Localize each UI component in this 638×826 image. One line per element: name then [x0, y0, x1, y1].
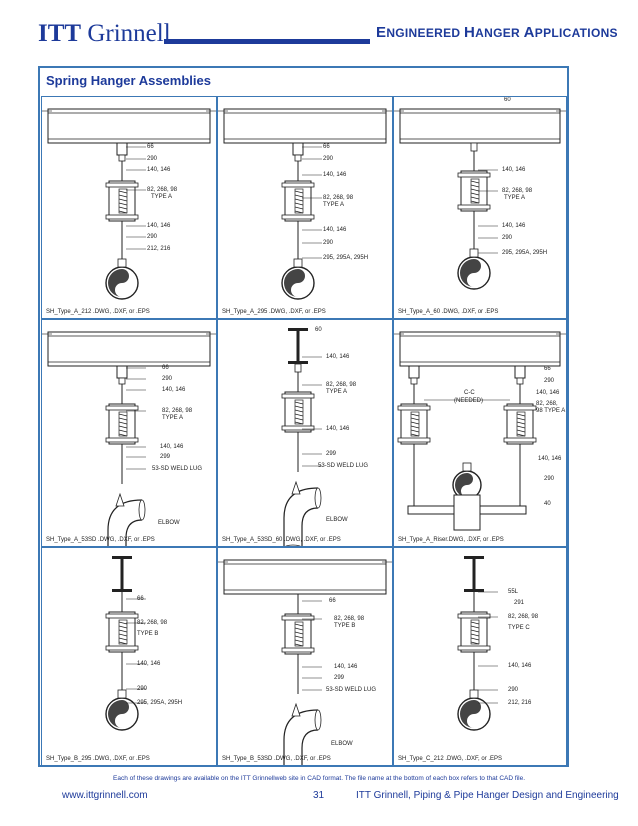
clevis-drawing [514, 365, 526, 385]
drawing-cell-type-a-riser[interactable]: 66 290 C-C (NEEDED) 140, 146 82, 268, 98… [393, 319, 567, 547]
spring-can-drawing [281, 613, 315, 655]
cad-file-name: SH_Type_C_212 .DWG, .DXF, or .EPS [398, 756, 503, 762]
hanger-drawing [42, 331, 216, 546]
t-beam-drawing [288, 328, 308, 364]
pipe-clamp-drawing [457, 248, 491, 290]
spring-can-drawing [281, 391, 315, 433]
spring-can-drawing [105, 180, 139, 222]
drawing-cell-type-c-212[interactable]: 55L 291 82, 268, 98 TYPE C 140, 146 290 … [393, 547, 567, 766]
hanger-drawing [281, 328, 322, 546]
spring-can-drawing [457, 611, 491, 653]
riser-pipe [453, 494, 481, 531]
hanger-drawing [218, 108, 392, 300]
hanger-drawing [394, 331, 566, 531]
section-title: Spring Hanger Assemblies [46, 73, 211, 88]
website-link[interactable]: www.ittgrinnell.com [62, 790, 148, 801]
drawing-cell-type-a-53sd[interactable]: 66 290 140, 146 82, 268, 98 TYPE A 140, … [41, 319, 217, 547]
hanger-drawing [42, 108, 216, 300]
cad-file-name: SH_Type_A_60 .DWG, .DXF, or .EPS [398, 309, 499, 315]
cad-file-name: SH_Type_B_53SD .DWG, .DXF, or .EPS [222, 756, 331, 762]
beam-drawing [218, 108, 392, 144]
elbow-drawing [107, 492, 146, 546]
cad-file-name: SH_Type_A_53SD .DWG, .DXF, or .EPS [46, 537, 155, 543]
cad-file-name: SH_Type_B_295 .DWG, .DXF, or .EPS [46, 756, 150, 762]
elbow-drawing [283, 480, 322, 546]
cad-file-name: SH_Type_A_Riser.DWG, .DXF, or .EPS [398, 537, 504, 543]
drawing-cell-type-b-53sd[interactable]: 66 82, 268, 98 TYPE B 140, 146 299 53-SD… [217, 547, 393, 766]
section-box [38, 66, 569, 767]
beam-drawing [218, 559, 392, 595]
pipe-clamp-drawing [281, 258, 315, 300]
drawing-cell-type-a-295[interactable]: 66 290 140, 146 82, 268, 98 TYPE A 140, … [217, 96, 393, 319]
clevis-drawing [292, 142, 304, 162]
hanger-drawing [105, 556, 146, 731]
hanger-drawing [457, 556, 498, 731]
elbow-drawing [283, 702, 322, 765]
beam-drawing [394, 331, 566, 367]
clevis-drawing [116, 142, 128, 162]
spring-can-drawing [503, 403, 537, 445]
cad-file-name: SH_Type_A_212 .DWG, .DXF, or .EPS [46, 309, 150, 315]
header-rule [164, 39, 370, 44]
t-beam-drawing [464, 556, 484, 592]
footnote: Each of these drawings are available on … [113, 775, 525, 782]
cad-file-name: SH_Type_A_295 .DWG, .DXF, or .EPS [222, 309, 326, 315]
clevis-drawing [408, 365, 420, 385]
clevis-drawing [116, 365, 128, 385]
drawing-grid: 66 290 140, 146 82, 268, 98 TYPE A 140, … [41, 96, 567, 766]
spring-can-drawing [105, 403, 139, 445]
beam-drawing [42, 331, 216, 367]
hanger-drawing [394, 108, 566, 290]
pipe-clamp-drawing [105, 258, 139, 300]
hanger-drawing [218, 559, 392, 765]
footer-company: ITT Grinnell, Piping & Pipe Hanger Desig… [356, 790, 619, 801]
drawing-cell-type-a-212[interactable]: 66 290 140, 146 82, 268, 98 TYPE A 140, … [41, 96, 217, 319]
drawing-cell-type-a-53sd-60[interactable]: 60 140, 146 82, 268, 98 TYPE A 140, 146 … [217, 319, 393, 547]
pipe-clamp-drawing [457, 689, 491, 731]
drawing-cell-type-b-295[interactable]: 66 82, 268, 98 TYPE B 140, 146 290 295, … [41, 547, 217, 766]
drawing-cell-type-a-60[interactable]: 60 140, 146 82, 268, 98 TYPE A 140, 146 … [393, 96, 567, 319]
page-number: 31 [313, 790, 325, 801]
pipe-clamp-drawing [452, 462, 482, 500]
company-logo: ITT Grinnell [38, 20, 171, 47]
spring-can-drawing [397, 403, 431, 445]
beam-drawing [42, 108, 216, 144]
spring-can-drawing [281, 180, 315, 222]
spring-can-drawing [105, 611, 139, 653]
t-beam-drawing [112, 556, 132, 592]
header-title: ENGINEERED HANGER APPLICATIONS [376, 24, 618, 41]
cad-file-name: SH_Type_A_53SD_60 .DWG, .DXF, or .EPS [222, 537, 341, 543]
pipe-clamp-drawing [105, 689, 139, 731]
beam-drawing [394, 108, 566, 144]
